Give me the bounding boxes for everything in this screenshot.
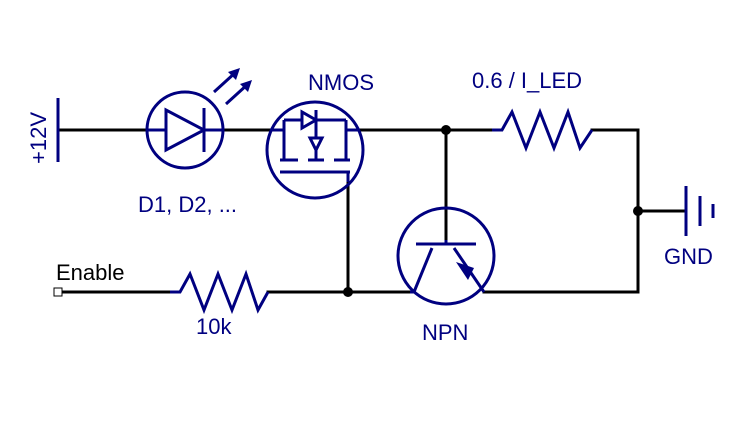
- enable-label: Enable: [56, 260, 125, 285]
- resistor-gate-icon: [170, 269, 270, 315]
- junction-node-gate: [343, 287, 353, 297]
- input-port-icon: [53, 287, 63, 297]
- resistor-icon: [492, 107, 594, 153]
- resistor-sense-label: 0.6 / I_LED: [472, 68, 582, 93]
- junction-node-right: [633, 206, 643, 216]
- ground-icon: [684, 186, 715, 236]
- npn-label: NPN: [422, 320, 468, 345]
- resistor-gate-label: 10k: [196, 314, 232, 339]
- nmos-transistor-icon: [265, 100, 365, 200]
- ground-label: GND: [664, 244, 713, 269]
- supply-label: +12V: [26, 112, 51, 164]
- npn-transistor-icon: [396, 206, 496, 306]
- nmos-label: NMOS: [308, 70, 374, 95]
- junction-node-top: [441, 125, 451, 135]
- led-label: D1, D2, ...: [138, 192, 237, 217]
- led-icon: [145, 68, 252, 170]
